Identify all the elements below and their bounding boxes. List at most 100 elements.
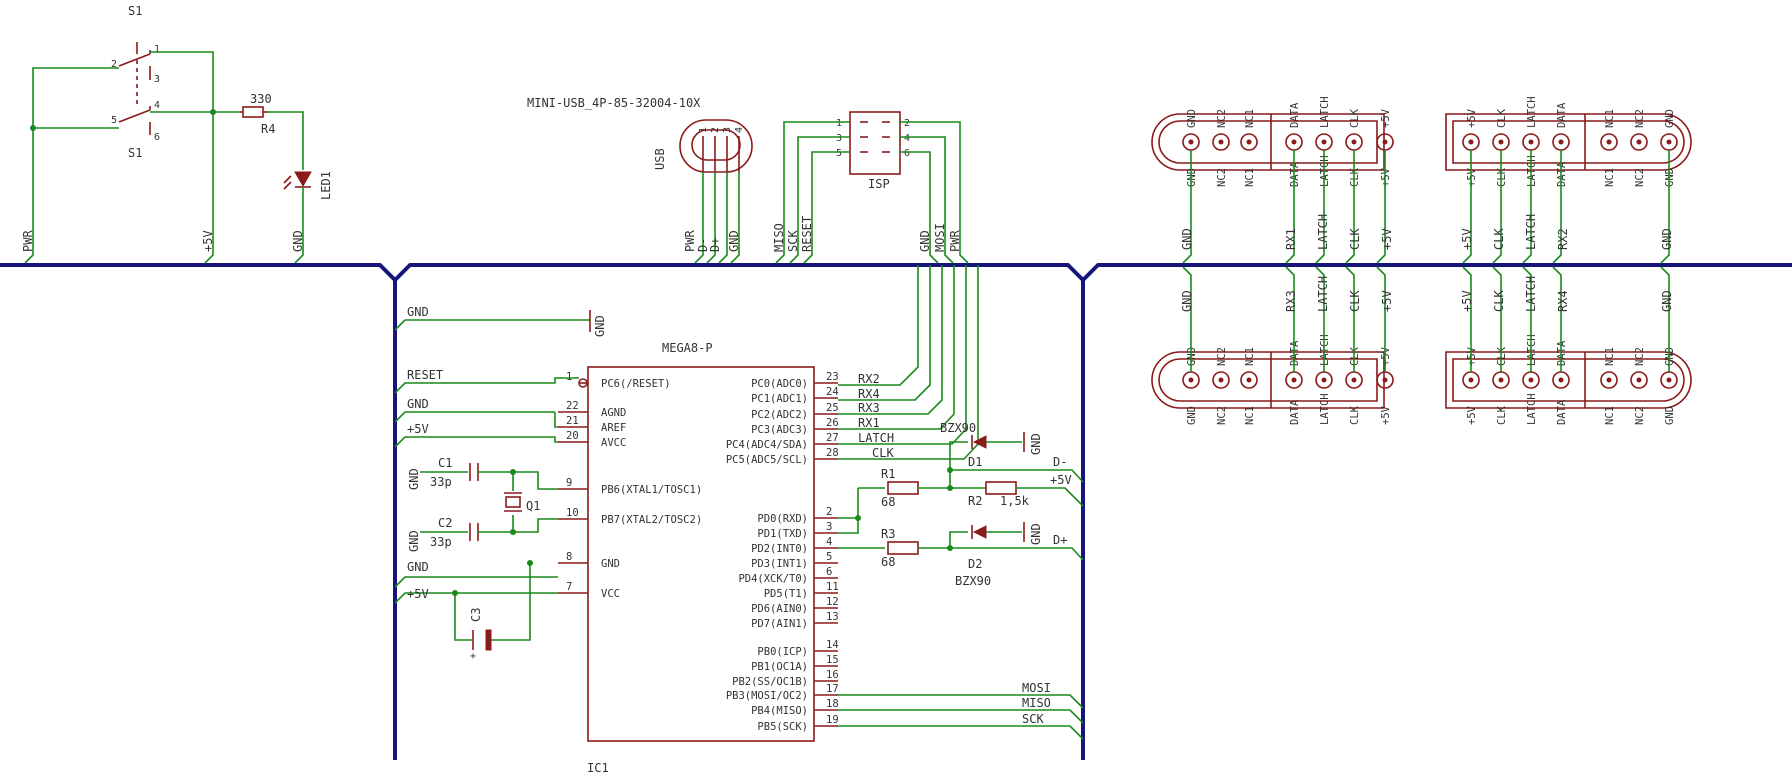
c1-pin-label-top: DATA [1289, 102, 1301, 128]
ic-left-wires: GND GND RESET GND +5V GND +5V [394, 305, 607, 641]
ic1-right-pin-label: PD7(AIN1) [751, 618, 808, 630]
c4-pin-label-bottom: NC2 [1634, 406, 1646, 425]
net-label-led-gnd: GND [291, 230, 305, 252]
ic1-right-pin-label: PB5(SCK) [757, 721, 808, 733]
r3-name: R3 [881, 527, 895, 541]
net-label-agnd: GND [407, 397, 429, 411]
capacitor-c2: GND C2 33p [407, 516, 479, 552]
c1-pin-label-bottom: NC1 [1244, 168, 1256, 187]
c1-net-gnd: GND [1180, 228, 1194, 250]
c2-net-5v: +5V [1460, 228, 1474, 250]
isp-net-reset: RESET [800, 216, 814, 252]
c1-pin-label-top: LATCH [1319, 96, 1331, 128]
ic1-right-pin-num: 15 [826, 654, 839, 666]
s1-pin-1: 1 [154, 44, 160, 55]
c2-gnd-label: GND [407, 530, 421, 552]
c2-pin-label-top: LATCH [1526, 96, 1538, 128]
isp-net-pwr: PWR [948, 230, 962, 252]
c4-pin-label-top: LATCH [1526, 334, 1538, 366]
c2-pin-label-bottom: LATCH [1526, 155, 1538, 187]
s1-pin-6: 6 [154, 132, 160, 143]
ic1-right-pin-label: PB2(SS/OC1B) [732, 676, 808, 688]
ic1-right-pin-label: PD6(AIN0) [751, 603, 808, 615]
c3-pin-label-top: GND [1186, 347, 1198, 366]
ic1-right-pin-label: PC5(ADC5/SCL) [726, 454, 808, 466]
ic1-right-pin-num: 14 [826, 639, 839, 651]
ic-net-miso: MISO [1022, 696, 1051, 710]
r4-value: 330 [250, 92, 272, 106]
net-label-left-gnd: GND [407, 305, 429, 319]
c4-pin-label-top: DATA [1556, 340, 1568, 366]
usb-pin-1: 1 [698, 127, 709, 133]
ic1-right-pin-label: PC1(ADC1) [751, 393, 808, 405]
c2-value: 33p [430, 535, 452, 549]
c4-net-gnd: GND [1660, 290, 1674, 312]
usb-net-dminus: D- [696, 238, 710, 252]
c4-pin-label-top: +5V [1466, 346, 1478, 366]
ic1-left-pin-label: AGND [601, 407, 626, 419]
c3-pin-label-bottom: DATA [1289, 399, 1301, 425]
net-label-pwr: PWR [21, 230, 35, 252]
c3-pin-label-bottom: CLK [1349, 405, 1361, 425]
isp-net-miso: MISO [772, 223, 786, 252]
d2-gnd-label: GND [1029, 523, 1043, 545]
diode-d2: GND D2 BZX90 [955, 522, 1043, 588]
c2-net-clk: CLK [1492, 228, 1506, 250]
c1-net-clk: CLK [1348, 228, 1362, 250]
c2-pin-label-bottom: GND [1664, 168, 1676, 187]
ic1-left-pin-label: PC6(/RESET) [601, 378, 671, 390]
ic-net-rx1: RX1 [858, 416, 880, 430]
isp-wires: MISO SCK RESET GND MOSI PWR [772, 121, 969, 264]
s1-label-bottom: S1 [128, 146, 142, 160]
r1-name: R1 [881, 467, 895, 481]
r2-value: 1,5k [1000, 494, 1030, 508]
usb-pin-4: 4 [734, 127, 745, 133]
c3-pin-label-top: NC2 [1216, 347, 1228, 366]
net-label-vcc-7: +5V [407, 587, 429, 601]
s1-pin-3: 3 [154, 74, 160, 85]
d1-gnd-label: GND [1029, 433, 1043, 455]
resistor-r4: 330 R4 [240, 92, 275, 136]
c1-pin-label-top: NC2 [1216, 109, 1228, 128]
ic1-right-pin-num: 4 [826, 536, 832, 548]
ic1-right-pin-num: 3 [826, 521, 832, 533]
c3-name: C3 [469, 608, 483, 622]
ic-net-rx2: RX2 [858, 372, 880, 386]
c1-gnd-label: GND [407, 468, 421, 490]
switch-wires: PWR +5V [21, 51, 240, 264]
ic-net-sck: SCK [1022, 712, 1044, 726]
ic1-right-pin-label: PB4(MISO) [751, 705, 808, 717]
c2-pin-label-bottom: CLK [1496, 167, 1508, 187]
c4-pin-label-top: CLK [1496, 346, 1508, 366]
diode-d1: GND BZX90 D1 [940, 421, 1043, 469]
switch-s1: S1 S1 2 1 3 5 4 6 [111, 4, 160, 160]
c4-net-latch: LATCH [1524, 276, 1538, 312]
c1-pin-label-bottom: +5V [1380, 167, 1392, 187]
ic1-right-pin-num: 26 [826, 417, 839, 429]
ic1-left-pin-label: PB7(XTAL2/TOSC2) [601, 514, 702, 526]
c2-pin-label-top: DATA [1556, 102, 1568, 128]
c2-pin-label-bottom: +5V [1466, 167, 1478, 187]
ic1-right-pin-label: PC3(ADC3) [751, 424, 808, 436]
c3-pin-label-top: DATA [1289, 340, 1301, 366]
c2-pin-label-top: NC1 [1604, 109, 1616, 128]
r2-name: R2 [968, 494, 982, 508]
c2-name: C2 [438, 516, 452, 530]
ic1-right-pin-label: PC2(ADC2) [751, 409, 808, 421]
c1-net-latch: LATCH [1316, 214, 1330, 250]
ic1-right-pin-num: 12 [826, 596, 839, 608]
c1-pin-label-bottom: DATA [1289, 161, 1301, 187]
ic-net-clk: CLK [872, 446, 894, 460]
ic1-right-pin-label: PB3(MOSI/OC2) [726, 690, 808, 702]
ic1-left-pin-label: PB6(XTAL1/TOSC1) [601, 484, 702, 496]
isp-net-sck: SCK [786, 230, 800, 252]
isp-net-gnd: GND [918, 230, 932, 252]
isp-name: ISP [868, 177, 890, 191]
s1-pin-4: 4 [154, 100, 160, 111]
c2-pin-label-bottom: NC1 [1604, 168, 1616, 187]
ic1-left-pin-num: 1 [566, 371, 572, 383]
led-led1: LED1 [283, 171, 333, 200]
c2-pin-label-bottom: DATA [1556, 161, 1568, 187]
isp-pin-4: 4 [904, 133, 910, 144]
ic1-right-pin-label: PB0(ICP) [757, 646, 808, 658]
